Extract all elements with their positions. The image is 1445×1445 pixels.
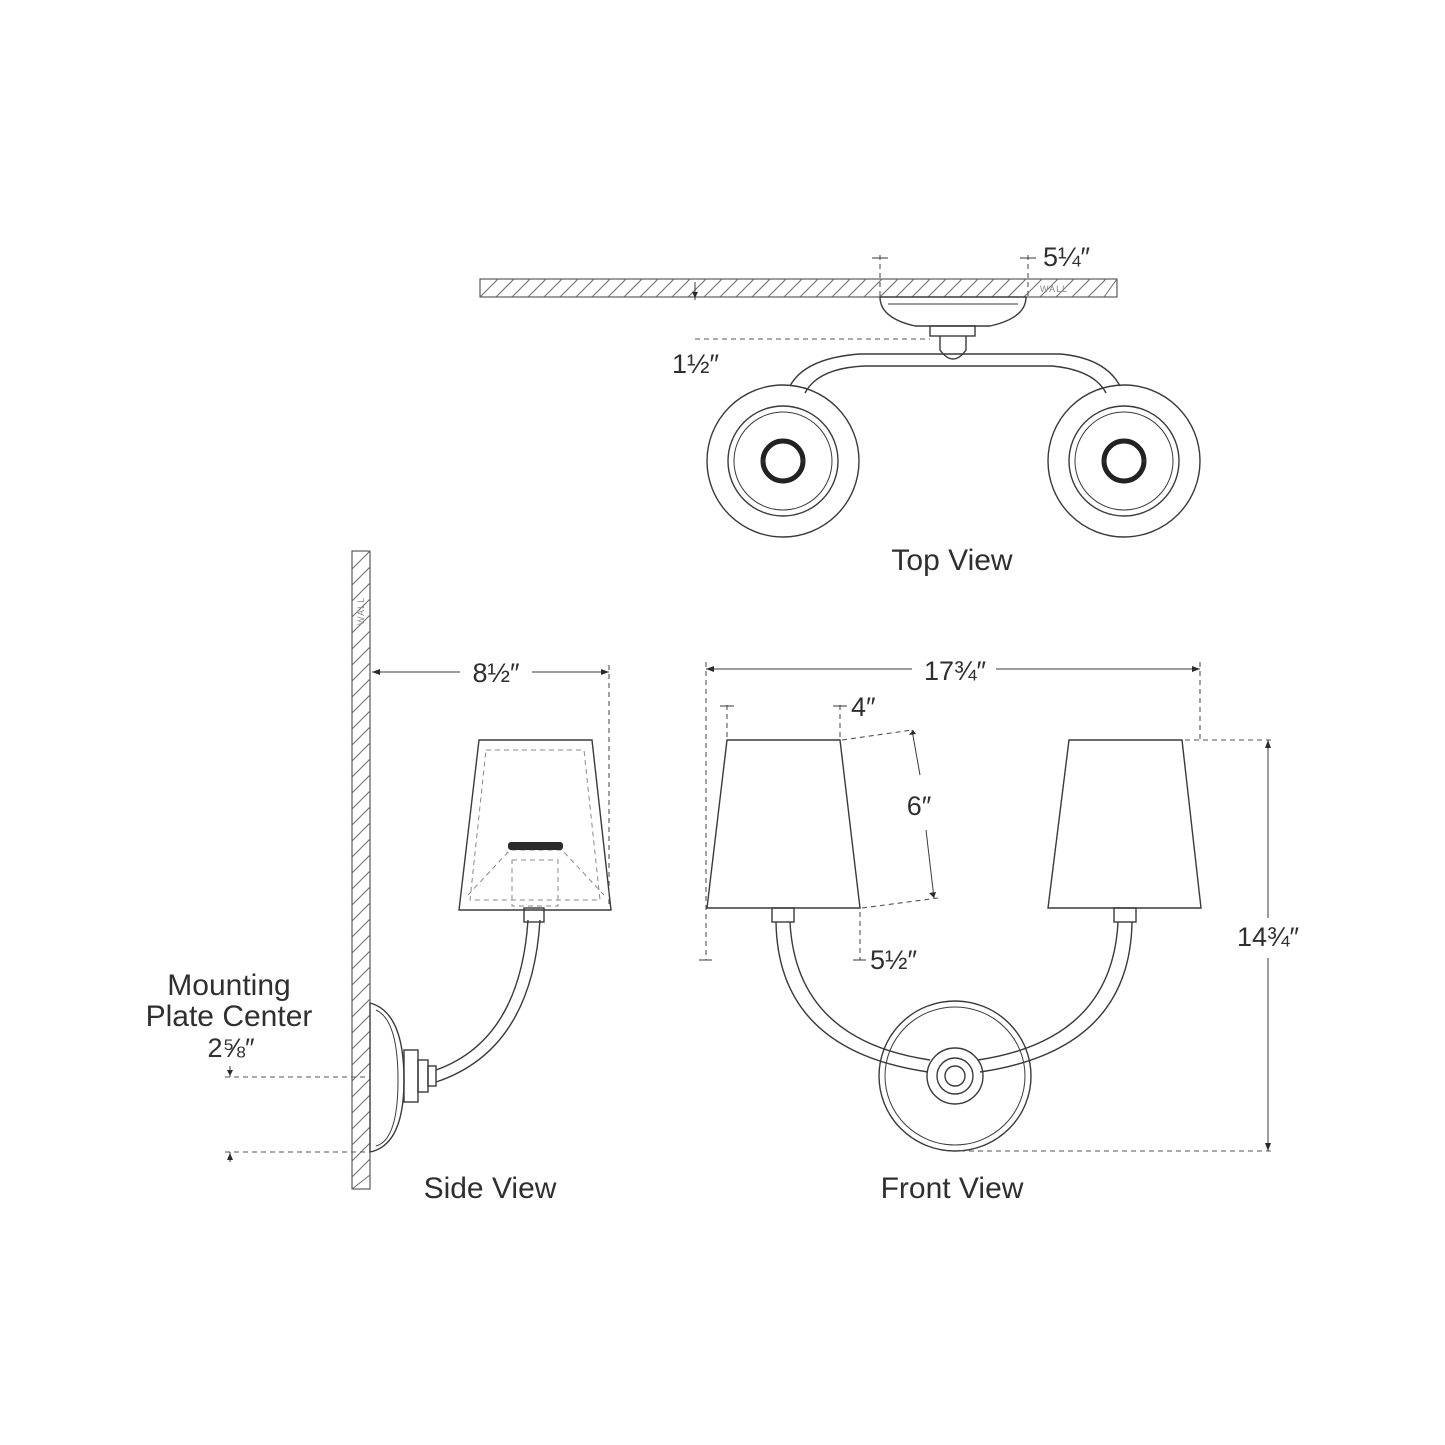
wall-label-top: WALL — [1040, 284, 1068, 294]
top-backplate — [879, 296, 1027, 327]
side-view-wall: WALL — [351, 550, 371, 1190]
dim-extension-label: 8½″ — [472, 658, 520, 688]
side-wall-hatching — [351, 550, 371, 1190]
dim-shade-bottom: 5½″ — [699, 912, 918, 975]
dim-arm-offset-label: 1½″ — [672, 349, 720, 379]
mounting-plate-value: 2⅝″ — [207, 1033, 255, 1063]
dim-arm-offset: 1½″ — [672, 282, 930, 379]
top-shade-right — [1047, 384, 1201, 538]
mounting-plate-line2: Plate Center — [146, 1000, 313, 1033]
front-shade-left — [706, 739, 861, 923]
dim-shade-top-label: 4″ — [851, 692, 876, 722]
top-view: WALL — [479, 242, 1201, 577]
dim-overall-height: 14¾″ — [960, 739, 1300, 1152]
top-finial — [939, 336, 967, 360]
front-shade-right — [1047, 739, 1202, 923]
dim-backplate-depth: 5¼″ — [872, 242, 1091, 297]
top-neck — [929, 325, 976, 337]
side-shade — [458, 739, 612, 911]
top-view-wall: WALL — [479, 278, 1118, 298]
dim-shade-height: 6″ — [841, 729, 939, 909]
mounting-plate-line1: Mounting — [167, 969, 290, 1002]
front-view-label: Front View — [881, 1172, 1024, 1205]
side-view-label: Side View — [424, 1172, 557, 1205]
dim-shade-top: 4″ — [720, 692, 876, 740]
wall-label-side: WALL — [356, 597, 366, 625]
front-arm-right — [979, 921, 1133, 1073]
top-arm — [789, 353, 1121, 387]
mounting-plate-callout: Mounting Plate Center 2⅝″ — [146, 969, 370, 1162]
front-arm-left — [775, 921, 929, 1073]
dim-overall-width: 17¾″ — [705, 656, 1201, 960]
dim-overall-width-label: 17¾″ — [924, 656, 987, 686]
dim-extension: 8½″ — [372, 658, 610, 905]
dim-backplate-depth-label: 5¼″ — [1043, 242, 1091, 272]
top-view-label: Top View — [891, 544, 1013, 577]
top-wall-hatching — [479, 278, 1118, 298]
side-stem-collar — [403, 1049, 419, 1103]
dim-overall-height-label: 14¾″ — [1237, 922, 1300, 952]
dim-shade-height-label: 6″ — [907, 791, 932, 821]
front-backplate — [878, 1000, 1032, 1152]
dim-shade-bottom-label: 5½″ — [870, 945, 918, 975]
side-view: WALL 8½″ Mounting Plate Center — [146, 550, 612, 1205]
front-view: 17¾″ 4″ — [699, 656, 1299, 1205]
side-backplate — [369, 1002, 405, 1153]
side-arm — [435, 919, 529, 1071]
top-shade-left — [706, 384, 860, 538]
